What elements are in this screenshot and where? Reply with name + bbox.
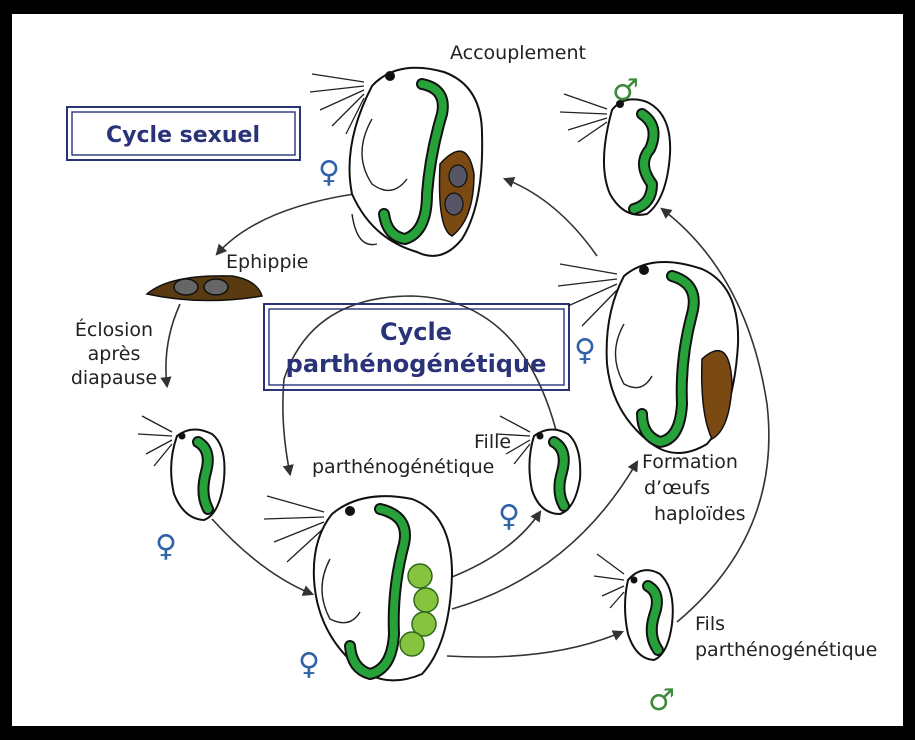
arrow-ephippie-to-eclosion xyxy=(166,304,180,386)
arrow-juvenile-to-mother xyxy=(212,519,312,594)
label-formation-line3: haploïdes xyxy=(654,503,746,525)
label-ephippie: Ephippie xyxy=(226,251,308,273)
label-fils-line2: parthénogénétique xyxy=(695,639,877,661)
label-eclosion-line3: diapause xyxy=(71,367,157,389)
daphnia-parthenogenetic-mother-icon xyxy=(264,496,452,680)
label-accouplement: Accouplement xyxy=(450,42,586,64)
female-symbol-mother: ♀ xyxy=(298,647,320,682)
daphnia-life-cycle-diagram: Cycle sexuel Cycle parthénogénétique xyxy=(12,14,903,726)
label-fils-line1: Fils xyxy=(695,613,725,635)
male-symbol-top: ♂ xyxy=(612,73,639,108)
arrow-accouplement-to-ephippie xyxy=(217,194,354,254)
female-symbol-top: ♀ xyxy=(318,155,340,190)
arrow-mother-to-fils xyxy=(447,632,622,657)
daphnia-fils-icon xyxy=(594,554,673,660)
male-symbol-fils: ♂ xyxy=(648,683,675,718)
daphnia-juvenile-female-icon xyxy=(138,416,225,520)
label-fille-line2: parthénogénétique xyxy=(312,456,494,478)
diagram-frame: Cycle sexuel Cycle parthénogénétique xyxy=(12,14,903,726)
label-formation-line2: d’œufs xyxy=(644,477,710,499)
label-eclosion-line2: après xyxy=(88,343,141,365)
daphnia-male-icon xyxy=(560,94,670,215)
cycle-sexuel-title: Cycle sexuel xyxy=(106,123,260,148)
female-symbol-fille: ♀ xyxy=(498,499,520,534)
arrow-mother-to-fille xyxy=(447,512,540,579)
label-formation-group: Formation d’œufs haploïdes xyxy=(642,451,746,525)
label-eclosion-line1: Éclosion xyxy=(75,318,153,341)
label-fils-group: Fils parthénogénétique xyxy=(695,613,877,661)
label-fille-group: Fille parthénogénétique xyxy=(312,431,511,478)
label-fille-line1: Fille xyxy=(474,431,511,453)
label-eclosion-group: Éclosion après diapause xyxy=(71,318,157,389)
cycle-parth-title-line2: parthénogénétique xyxy=(286,350,547,378)
female-symbol-left: ♀ xyxy=(155,529,177,564)
arrow-formation-to-sexuel xyxy=(505,179,597,256)
label-formation-line1: Formation xyxy=(642,451,738,473)
cycle-parthenogenetique-box: Cycle parthénogénétique xyxy=(264,304,569,390)
female-symbol-right: ♀ xyxy=(574,333,596,368)
ephippium-icon xyxy=(147,276,262,301)
cycle-sexuel-box: Cycle sexuel xyxy=(67,107,300,160)
cycle-parth-title-line1: Cycle xyxy=(380,318,452,346)
